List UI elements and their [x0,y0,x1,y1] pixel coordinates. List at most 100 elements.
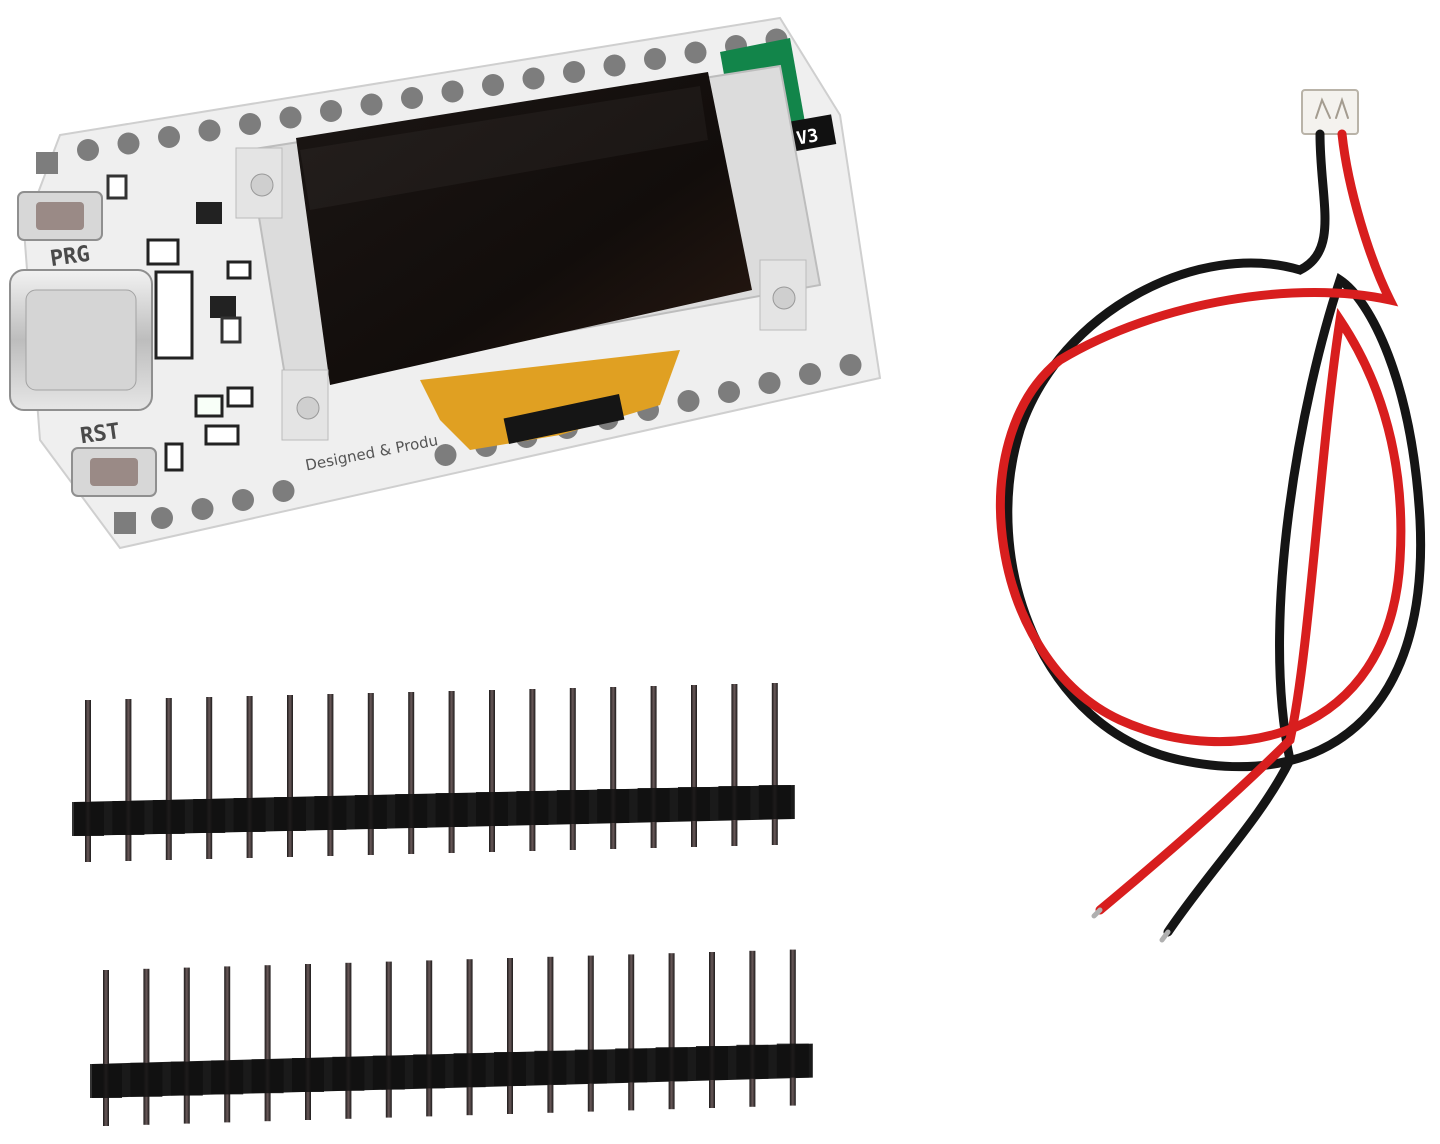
header-pin [668,953,675,1110]
pin-header-2 [90,949,813,1126]
header-pin [103,970,109,1126]
jst-connector-slot [1315,96,1349,119]
header-segment [574,1049,607,1084]
header-pin [507,958,513,1114]
header-segment [758,785,791,819]
header-segment [494,1052,526,1086]
header-segment [90,1064,122,1098]
dev-board: V3 PRG RST [9,16,882,550]
pin-hole [684,41,707,64]
header-pin [587,955,594,1112]
header-segment [655,1047,688,1082]
pin-hole [158,126,180,148]
pin-hole [360,93,383,116]
header-segment [193,799,226,833]
pin-hole [77,139,99,161]
smd-resistor-1 [106,174,128,200]
header-segment [476,792,508,826]
smd-chip-2 [210,296,236,318]
header-segment [776,1043,809,1078]
prg-button-cap [36,202,84,230]
header-pin [489,690,495,852]
pin-hole [272,480,295,502]
smd-cap [204,424,240,446]
header-pin [448,691,455,853]
header-pin [466,959,473,1116]
header-pin [165,698,172,860]
screw-bl [296,396,320,420]
header-segment [678,787,710,821]
wire-red [996,129,1406,915]
header-segment [534,1050,567,1085]
pin-hole [239,113,261,135]
header-pin [408,692,415,854]
header-pin [749,950,756,1107]
smd-resistor-3 [226,386,254,408]
header-pin [610,687,617,849]
header-pin [327,694,334,856]
header-pin [345,962,352,1119]
ribbon-chip [503,394,625,444]
pin-hole [563,61,585,83]
header-pin [206,697,213,859]
header-segment [435,793,468,827]
header-pin [426,960,433,1117]
header-segment [233,798,266,832]
header-segment [637,788,670,822]
smd-array-2 [146,238,180,266]
smd-resistor-5 [226,260,252,280]
pin-hole [839,354,862,376]
header-pin [125,699,132,861]
pin-hole [434,444,457,466]
header-segment [556,790,589,824]
header-pin [143,968,150,1125]
pin-hole [718,381,740,403]
smd-resistor-4 [164,442,184,472]
pin-hole [522,67,545,90]
pin-hole [482,74,504,96]
rst-label: RST [79,419,122,449]
header-segment [597,789,630,823]
header-segment [292,1058,324,1092]
smd-chip-1 [196,202,222,224]
header-pin [224,966,231,1123]
header-segment [211,1060,244,1095]
oled-glass [300,86,708,210]
square-pad-bottom [114,512,136,534]
header-segment [152,800,185,834]
pin-hole [603,54,626,77]
jst-connector [1301,89,1359,135]
oled-screen [296,72,752,385]
header-pin [367,693,374,855]
led-white [194,394,224,418]
header-segment [130,1062,163,1097]
header-segment [736,1044,769,1079]
header-pin [287,695,293,857]
header-pin [691,685,697,847]
header-segment [516,791,549,825]
pin-hole [151,507,173,529]
square-pad-top [36,152,58,174]
header-pin [264,965,271,1122]
wire-black [1003,129,1426,937]
pin-header-1 [72,683,795,862]
version-badge [787,114,837,152]
header-pin [183,967,190,1124]
header-pin [385,961,392,1118]
pin-hole [191,498,214,520]
header-pin [85,700,91,862]
pin-hole [441,80,464,103]
header-segment [332,1056,365,1091]
pin-hole [644,48,666,70]
header-pin [731,684,738,846]
header-segment [413,1054,446,1089]
header-segment [372,1055,405,1090]
header-segment [354,795,387,829]
header-pin [529,689,536,851]
pin-hole [232,489,254,511]
header-segment [274,797,306,831]
screw-tl [250,173,274,197]
header-pin [246,696,253,858]
pin-hole [401,87,423,109]
